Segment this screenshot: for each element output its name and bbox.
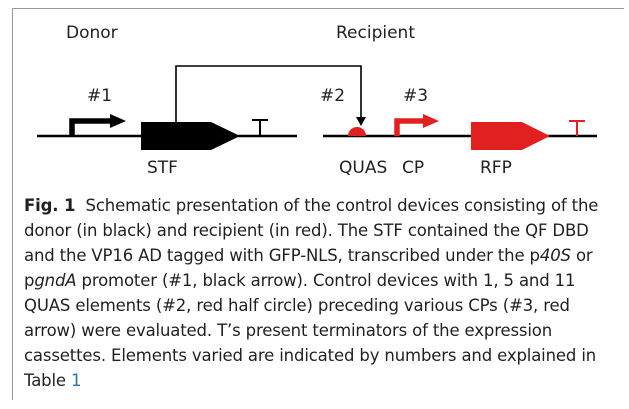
caption-italic-gnda: gndA [34,271,77,290]
rfp-gene-shape [471,122,550,150]
cp-promoter-arrow [394,114,439,136]
rfp-label: RFP [480,158,512,178]
recipient-terminator-icon [569,120,585,136]
caption-text-1: Schematic presentation of the control de… [24,196,599,265]
marker-2: #2 [320,86,346,106]
table-link[interactable]: 1 [71,371,82,390]
donor-terminator-icon [252,119,268,136]
cp-label: CP [402,158,425,178]
stf-label: STF [147,158,178,178]
figure-caption: Fig. 1 Schematic presentation of the con… [24,193,624,393]
connector-arrowhead [356,117,366,126]
caption-text-3: promoter (#1, black arrow). Control devi… [24,271,597,390]
construct-diagram [37,65,597,150]
caption-text-2: or p [24,246,593,290]
recipient-label: Recipient [336,23,415,43]
quas-half-circle [348,127,366,136]
donor-label: Donor [66,23,118,43]
stf-gene-shape [141,122,240,150]
marker-1: #1 [87,86,113,106]
frame-border-left [12,8,13,400]
figure-label: Fig. 1 [24,196,76,215]
quas-label: QUAS [339,158,388,178]
donor-promoter-arrow [69,114,126,136]
frame-border-top [12,8,624,9]
caption-italic-40s: 40S [539,246,571,265]
stf-to-quas-connector [175,65,362,122]
marker-3: #3 [403,86,429,106]
